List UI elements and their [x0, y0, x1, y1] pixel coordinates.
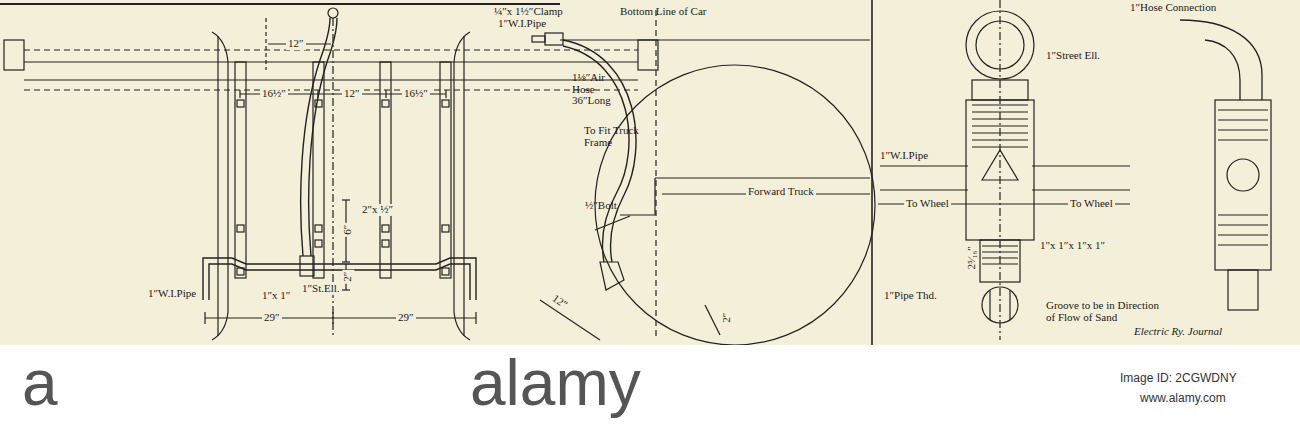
credit: Electric Ry. Journal	[1134, 326, 1222, 338]
watermark: Image ID: 2CGWDNY	[1120, 372, 1237, 385]
part-label: 1⅛″Air Hose 36″Long	[572, 72, 630, 107]
part-label: 1″W.I.Pipe	[880, 150, 928, 162]
part-label: To Fit Truck Frame	[584, 125, 644, 148]
dimension: 12″	[286, 38, 306, 50]
note: Groove to be in Direction of Flow of San…	[1046, 300, 1162, 323]
dimension: 29″	[262, 312, 282, 324]
dimension: 1″x 1″x 1″x 1″	[1040, 240, 1105, 252]
dimension: 16½″	[402, 88, 430, 100]
watermark: alamy	[470, 350, 641, 417]
part-label: Forward Truck	[746, 186, 816, 198]
part-label: To Wheel	[1068, 198, 1115, 210]
dimension: 12″	[342, 88, 362, 100]
part-label: 1″Pipe Thd.	[884, 290, 937, 302]
part-label: 1″Hose Connection	[1130, 2, 1216, 14]
dimension: 2″x ½″	[360, 204, 395, 216]
dimension: 2″	[342, 270, 354, 284]
dimension: 2⁵⁄₁₆″	[966, 246, 978, 269]
part-label: ½″Bolt	[585, 200, 617, 212]
dimension: 29″	[396, 312, 416, 324]
part-label: 1″Street Ell.	[1046, 50, 1100, 62]
part-label: 1″x 1″	[262, 290, 290, 302]
part-label: 1″St.Ell.	[300, 283, 342, 295]
dimension: 16½″	[260, 88, 288, 100]
dimension: 6″	[342, 223, 354, 237]
part-label: ¼″x 1½″Clamp	[494, 6, 563, 18]
dimension: 2″	[721, 313, 733, 323]
watermark: a	[22, 350, 58, 417]
part-label: 1″W.I.Pipe	[148, 288, 196, 300]
part-label: 1″W.I.Pipe	[498, 18, 546, 30]
part-label: To Wheel	[904, 198, 951, 210]
watermark: www.alamy.com	[1140, 392, 1226, 405]
part-label: Bottom Line of Car	[620, 6, 706, 18]
